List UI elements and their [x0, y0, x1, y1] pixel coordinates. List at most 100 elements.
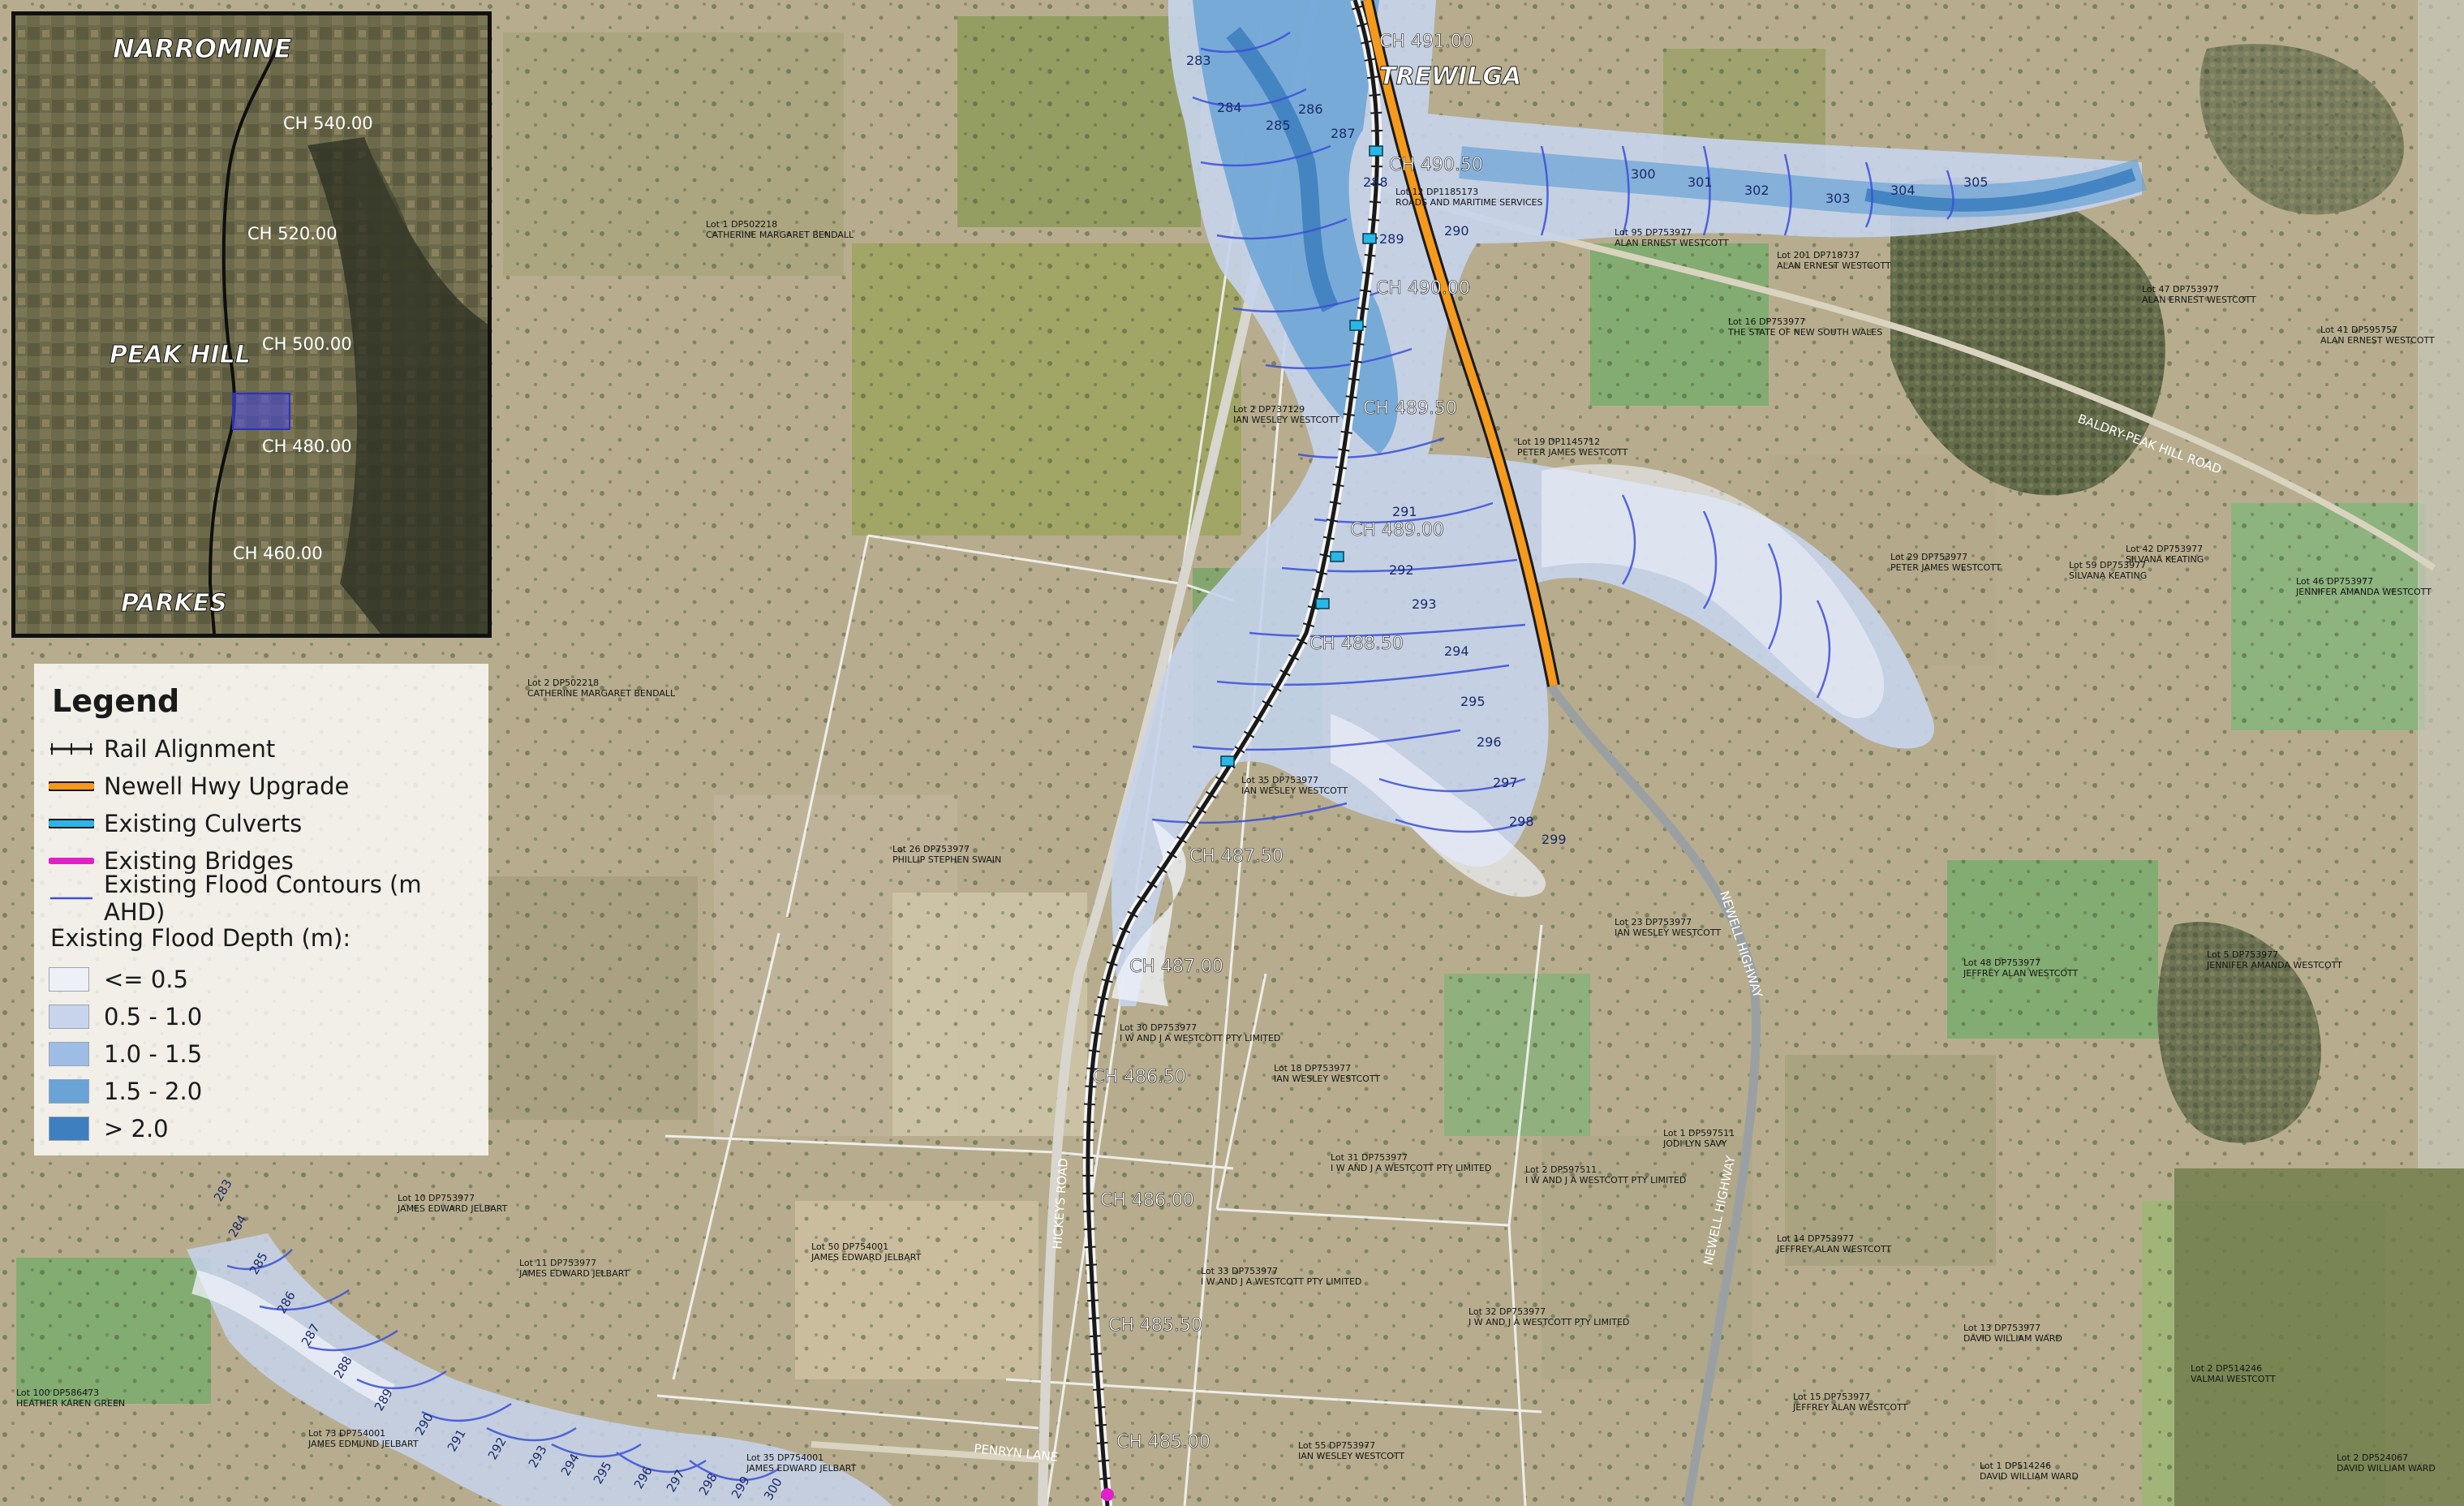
contour-label: 299 — [1542, 832, 1567, 847]
contour-label: 288 — [1363, 174, 1388, 190]
chainage-label: CH 486.50 — [1092, 1067, 1186, 1087]
legend-depth-class-3: 1.0 - 1.5 — [49, 1035, 474, 1073]
inset-locality-map[interactable]: NARROMINE PEAK HILL PARKES CH 540.00 CH … — [11, 11, 492, 638]
legend-title: Legend — [52, 683, 180, 719]
depth-label-5: > 2.0 — [104, 1115, 169, 1142]
depth-swatch-1 — [49, 967, 89, 992]
inset-map-canvas: NARROMINE PEAK HILL PARKES CH 540.00 CH … — [15, 15, 488, 634]
depth-swatch-3 — [49, 1042, 89, 1066]
rail-line-icon — [50, 743, 92, 755]
newell-highway-south — [1537, 670, 1761, 1506]
legend-item-contours: Existing Flood Contours (m AHD) — [49, 871, 474, 926]
map-legend: Legend Rail Alignment Newell Hwy Upgrade… — [34, 664, 488, 1155]
existing-bridge — [1101, 1488, 1114, 1501]
contour-label: 293 — [1412, 596, 1437, 612]
contour-label: 283 — [1186, 53, 1211, 68]
depth-swatch-2 — [49, 1005, 89, 1029]
legend-item-highway: Newell Hwy Upgrade — [49, 768, 474, 805]
penryn-lane — [811, 1441, 1056, 1464]
legend-item-bridges: Existing Bridges — [49, 842, 474, 880]
depth-label-4: 1.5 - 2.0 — [104, 1078, 203, 1105]
inset-chainage-460: CH 460.00 — [233, 544, 323, 563]
legend-depth-title: Existing Flood Depth (m): — [50, 924, 351, 952]
inset-chainage-480: CH 480.00 — [262, 437, 352, 456]
highway-line-icon — [49, 781, 94, 791]
legend-item-culverts: Existing Culverts — [49, 805, 474, 842]
legend-item-rail: Rail Alignment — [49, 730, 474, 768]
depth-label-1: <= 0.5 — [104, 966, 188, 993]
depth-label-2: 0.5 - 1.0 — [104, 1003, 203, 1031]
depth-swatch-4 — [49, 1079, 89, 1104]
contour-label: 292 — [1389, 562, 1414, 578]
legend-label-rail: Rail Alignment — [104, 735, 276, 763]
contour-labels: 2832842852862872882892902912922932942952… — [211, 53, 1989, 1503]
depth-swatch-5 — [49, 1117, 89, 1141]
contour-label: 302 — [1744, 183, 1770, 198]
chainage-label: CH 489.50 — [1363, 398, 1457, 419]
bridge-line-icon — [49, 858, 94, 864]
contour-label: 294 — [1444, 643, 1469, 659]
contour-label: 295 — [1460, 694, 1486, 709]
chainage-label: CH 485.00 — [1116, 1432, 1210, 1452]
contour-label: 300 — [1631, 166, 1656, 182]
contour-label: 284 — [1217, 100, 1242, 115]
existing-culverts — [1220, 145, 1383, 767]
contour-label: 296 — [1477, 734, 1502, 750]
chainage-label: CH 489.00 — [1350, 520, 1444, 540]
inset-study-area — [232, 393, 290, 430]
contour-line-icon — [50, 897, 92, 900]
contour-label: 297 — [1493, 775, 1518, 790]
contour-label: 286 — [1298, 101, 1323, 117]
inset-chainage-520: CH 520.00 — [247, 224, 338, 243]
culvert-line-icon — [49, 819, 94, 828]
contour-label: 291 — [1392, 504, 1417, 519]
legend-depth-class-4: 1.5 - 2.0 — [49, 1073, 474, 1110]
contour-label: 289 — [1379, 231, 1404, 247]
depth-label-3: 1.0 - 1.5 — [104, 1040, 203, 1068]
contour-label: 285 — [1266, 118, 1291, 133]
inset-town-peak-hill: PEAK HILL — [110, 341, 251, 369]
legend-label-contours: Existing Flood Contours (m AHD) — [104, 871, 422, 926]
contour-label: 298 — [1509, 814, 1534, 829]
legend-depth-class-5: > 2.0 — [49, 1110, 474, 1147]
inset-town-parkes: PARKES — [121, 589, 227, 617]
chainage-label: CH 487.00 — [1129, 957, 1223, 977]
chainage-label: CH 486.00 — [1100, 1190, 1194, 1211]
chainage-label: CH 490.50 — [1389, 155, 1483, 175]
legend-label-highway: Newell Hwy Upgrade — [104, 772, 350, 800]
legend-label-bridges: Existing Bridges — [104, 847, 294, 875]
chainage-label: CH 487.50 — [1189, 846, 1284, 867]
contour-label: 287 — [1331, 126, 1356, 141]
contour-label: 303 — [1825, 191, 1851, 206]
